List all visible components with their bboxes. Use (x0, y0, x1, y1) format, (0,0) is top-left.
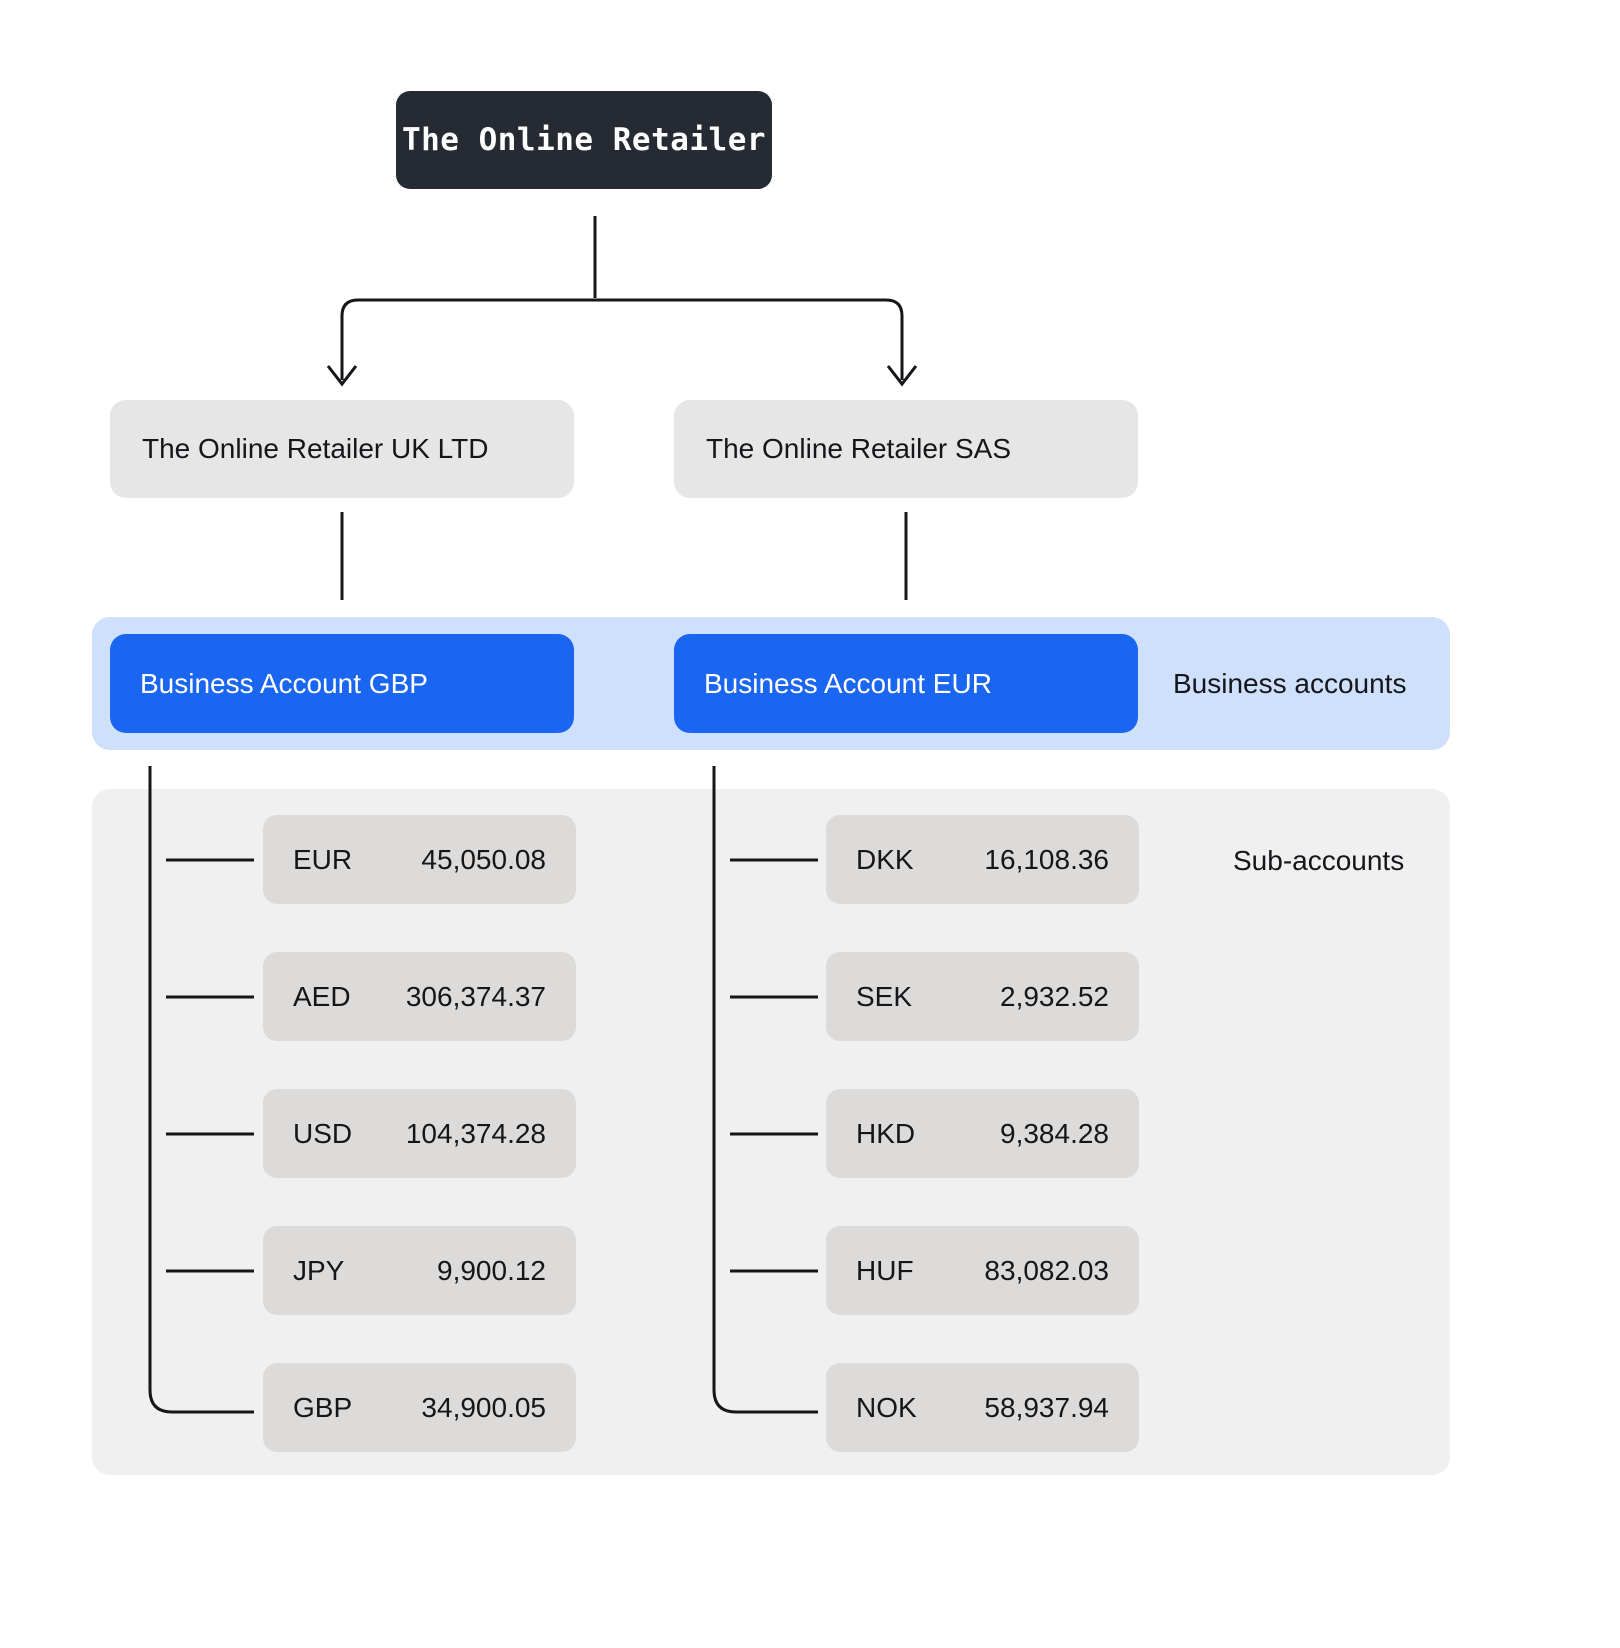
sub-account-row[interactable]: GBP 34,900.05 (263, 1363, 576, 1452)
branch-arrowhead-left (326, 365, 358, 387)
sub-account-row[interactable]: HUF 83,082.03 (826, 1226, 1139, 1315)
sub-account-code: AED (293, 980, 351, 1012)
entity-label: The Online Retailer SAS (706, 433, 1012, 464)
root-node[interactable]: The Online Retailer (396, 91, 772, 189)
business-account-label: Business Account GBP (140, 667, 428, 699)
business-account-card-gbp[interactable]: Business Account GBP (110, 634, 574, 733)
sub-accounts-section-label: Sub-accounts (1233, 845, 1405, 876)
sub-account-code: SEK (856, 980, 913, 1012)
sub-account-code: HUF (856, 1254, 914, 1286)
business-account-label: Business Account EUR (704, 667, 992, 699)
sub-account-code: EUR (293, 843, 353, 875)
sub-account-row[interactable]: SEK 2,932.52 (826, 952, 1139, 1041)
sub-account-amount: 83,082.03 (984, 1254, 1109, 1286)
entity-box-sas[interactable]: The Online Retailer SAS (674, 400, 1138, 498)
sub-account-code: GBP (293, 1391, 353, 1423)
branch-bar-line (340, 298, 904, 380)
sub-account-amount: 45,050.08 (421, 843, 546, 875)
entity-label: The Online Retailer UK LTD (142, 433, 489, 464)
sub-account-amount: 16,108.36 (984, 843, 1109, 875)
sub-account-row[interactable]: DKK 16,108.36 (826, 815, 1139, 904)
sub-account-amount: 58,937.94 (984, 1391, 1109, 1423)
sub-account-row[interactable]: HKD 9,384.28 (826, 1089, 1139, 1178)
root-node-label: The Online Retailer (401, 122, 767, 158)
sub-account-row[interactable]: NOK 58,937.94 (826, 1363, 1139, 1452)
sub-account-amount: 9,900.12 (437, 1254, 546, 1286)
sub-account-code: JPY (293, 1254, 345, 1286)
branch-arrowhead-right (886, 365, 918, 387)
sub-account-amount: 306,374.37 (405, 980, 546, 1012)
sub-account-amount: 104,374.28 (405, 1117, 546, 1149)
sub-account-row[interactable]: AED 306,374.37 (263, 952, 576, 1041)
sub-account-code: USD (293, 1117, 353, 1149)
sub-account-amount: 9,384.28 (1000, 1117, 1109, 1149)
sub-account-row[interactable]: USD 104,374.28 (263, 1089, 576, 1178)
sub-account-amount: 2,932.52 (1000, 980, 1109, 1012)
sub-account-row[interactable]: EUR 45,050.08 (263, 815, 576, 904)
business-account-card-eur[interactable]: Business Account EUR (674, 634, 1138, 733)
sub-account-row[interactable]: JPY 9,900.12 (263, 1226, 576, 1315)
sub-account-amount: 34,900.05 (421, 1391, 546, 1423)
business-accounts-section-label: Business accounts (1173, 668, 1407, 699)
sub-account-code: DKK (856, 843, 914, 875)
sub-account-code: NOK (856, 1391, 917, 1423)
entity-box-uk[interactable]: The Online Retailer UK LTD (110, 400, 574, 498)
sub-account-code: HKD (856, 1117, 916, 1149)
